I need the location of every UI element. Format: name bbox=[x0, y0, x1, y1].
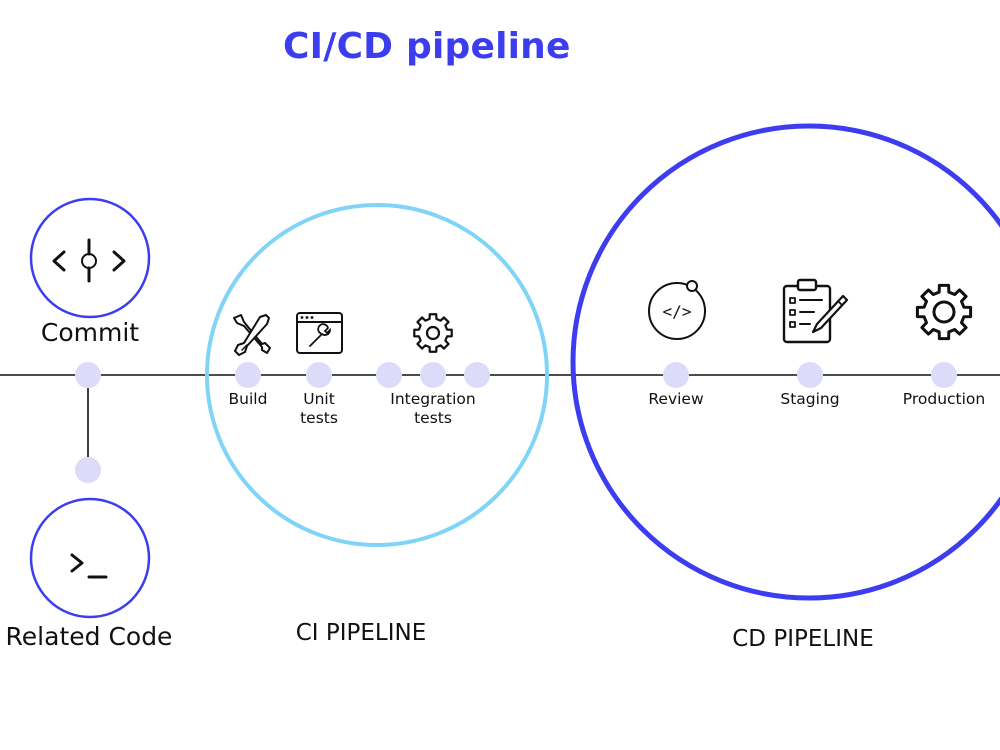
related-code-circle bbox=[29, 497, 151, 619]
unit-tests-label: Unit tests bbox=[300, 390, 338, 427]
node-unit-tests bbox=[306, 362, 332, 388]
related-code-label: Related Code bbox=[5, 622, 173, 651]
code-review-icon: </> bbox=[648, 280, 706, 340]
ci-pipeline-label: CI PIPELINE bbox=[295, 620, 427, 646]
node-integration-tests bbox=[420, 362, 446, 388]
node-build bbox=[235, 362, 261, 388]
node-staging bbox=[797, 362, 823, 388]
terminal-icon bbox=[70, 553, 108, 579]
commit-label: Commit bbox=[40, 318, 140, 347]
staging-label: Staging bbox=[780, 390, 840, 408]
node-commit bbox=[75, 362, 101, 388]
commit-icon bbox=[52, 238, 126, 283]
page-title: CI/CD pipeline bbox=[283, 26, 571, 67]
svg-text:</>: </> bbox=[663, 302, 692, 321]
production-label: Production bbox=[902, 390, 986, 408]
cd-pipeline-circle bbox=[570, 123, 1000, 601]
node-ci-extra-1 bbox=[376, 362, 402, 388]
node-ci-extra-2 bbox=[464, 362, 490, 388]
cd-pipeline-label: CD PIPELINE bbox=[732, 626, 874, 652]
ci-pipeline-circle bbox=[205, 203, 549, 547]
node-production bbox=[931, 362, 957, 388]
node-related-code bbox=[75, 457, 101, 483]
tools-icon bbox=[233, 314, 271, 356]
gear-icon bbox=[413, 313, 453, 353]
node-review bbox=[663, 362, 689, 388]
timeline-nodes bbox=[75, 362, 957, 483]
integration-tests-label: Integration tests bbox=[390, 390, 476, 427]
production-gear-icon bbox=[915, 283, 973, 341]
commit-circle bbox=[29, 197, 151, 319]
review-label: Review bbox=[648, 390, 704, 408]
build-label: Build bbox=[228, 390, 268, 408]
clipboard-checklist-icon bbox=[782, 278, 849, 344]
browser-wrench-icon bbox=[296, 312, 343, 354]
